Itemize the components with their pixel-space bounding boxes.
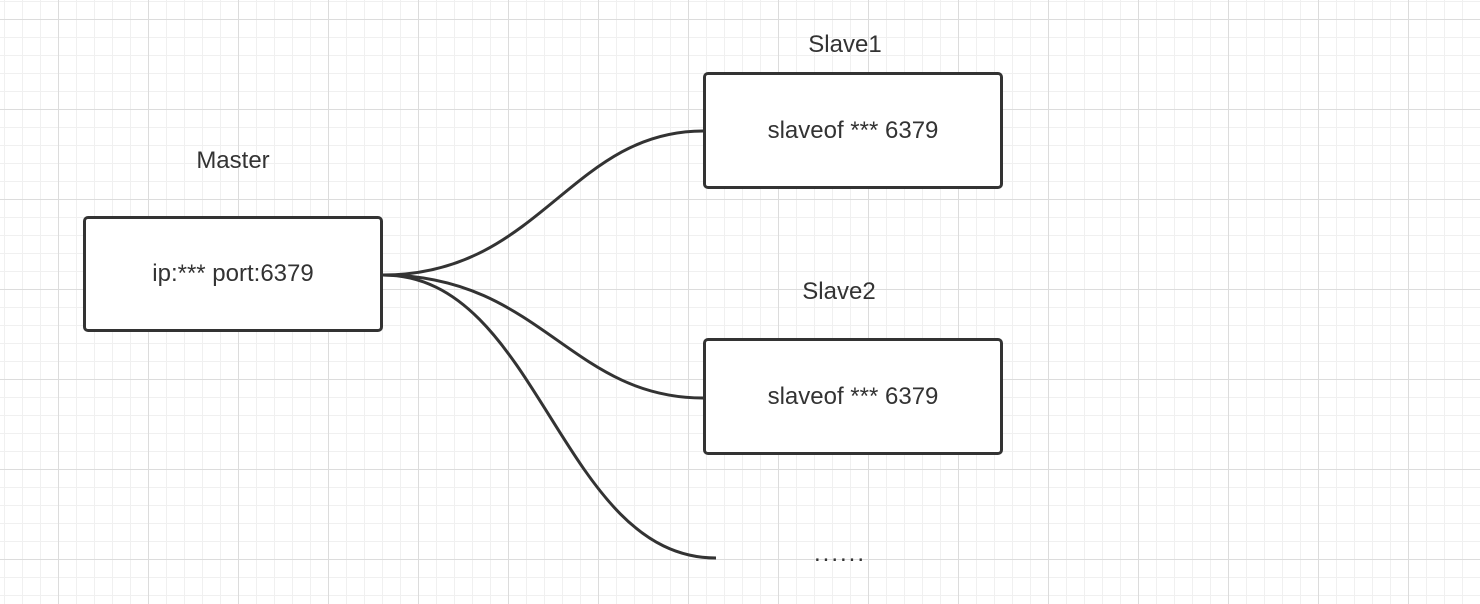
slave2-node[interactable]: slaveof *** 6379	[703, 338, 1003, 455]
connector-master-slave1	[382, 129, 704, 277]
slave2-node-label: slaveof *** 6379	[767, 382, 939, 410]
connector-master-more	[382, 273, 717, 560]
more-slaves-ellipsis: ......	[813, 540, 866, 567]
master-caption: Master	[196, 147, 270, 174]
master-node[interactable]: ip:*** port:6379	[83, 216, 383, 332]
slave1-node-label: slaveof *** 6379	[767, 116, 939, 144]
slave1-node[interactable]: slaveof *** 6379	[703, 72, 1003, 189]
master-node-label: ip:*** port:6379	[152, 260, 314, 287]
slave1-caption: Slave1	[808, 31, 882, 58]
slave2-caption: Slave2	[802, 278, 876, 305]
connector-master-slave2	[382, 273, 704, 400]
